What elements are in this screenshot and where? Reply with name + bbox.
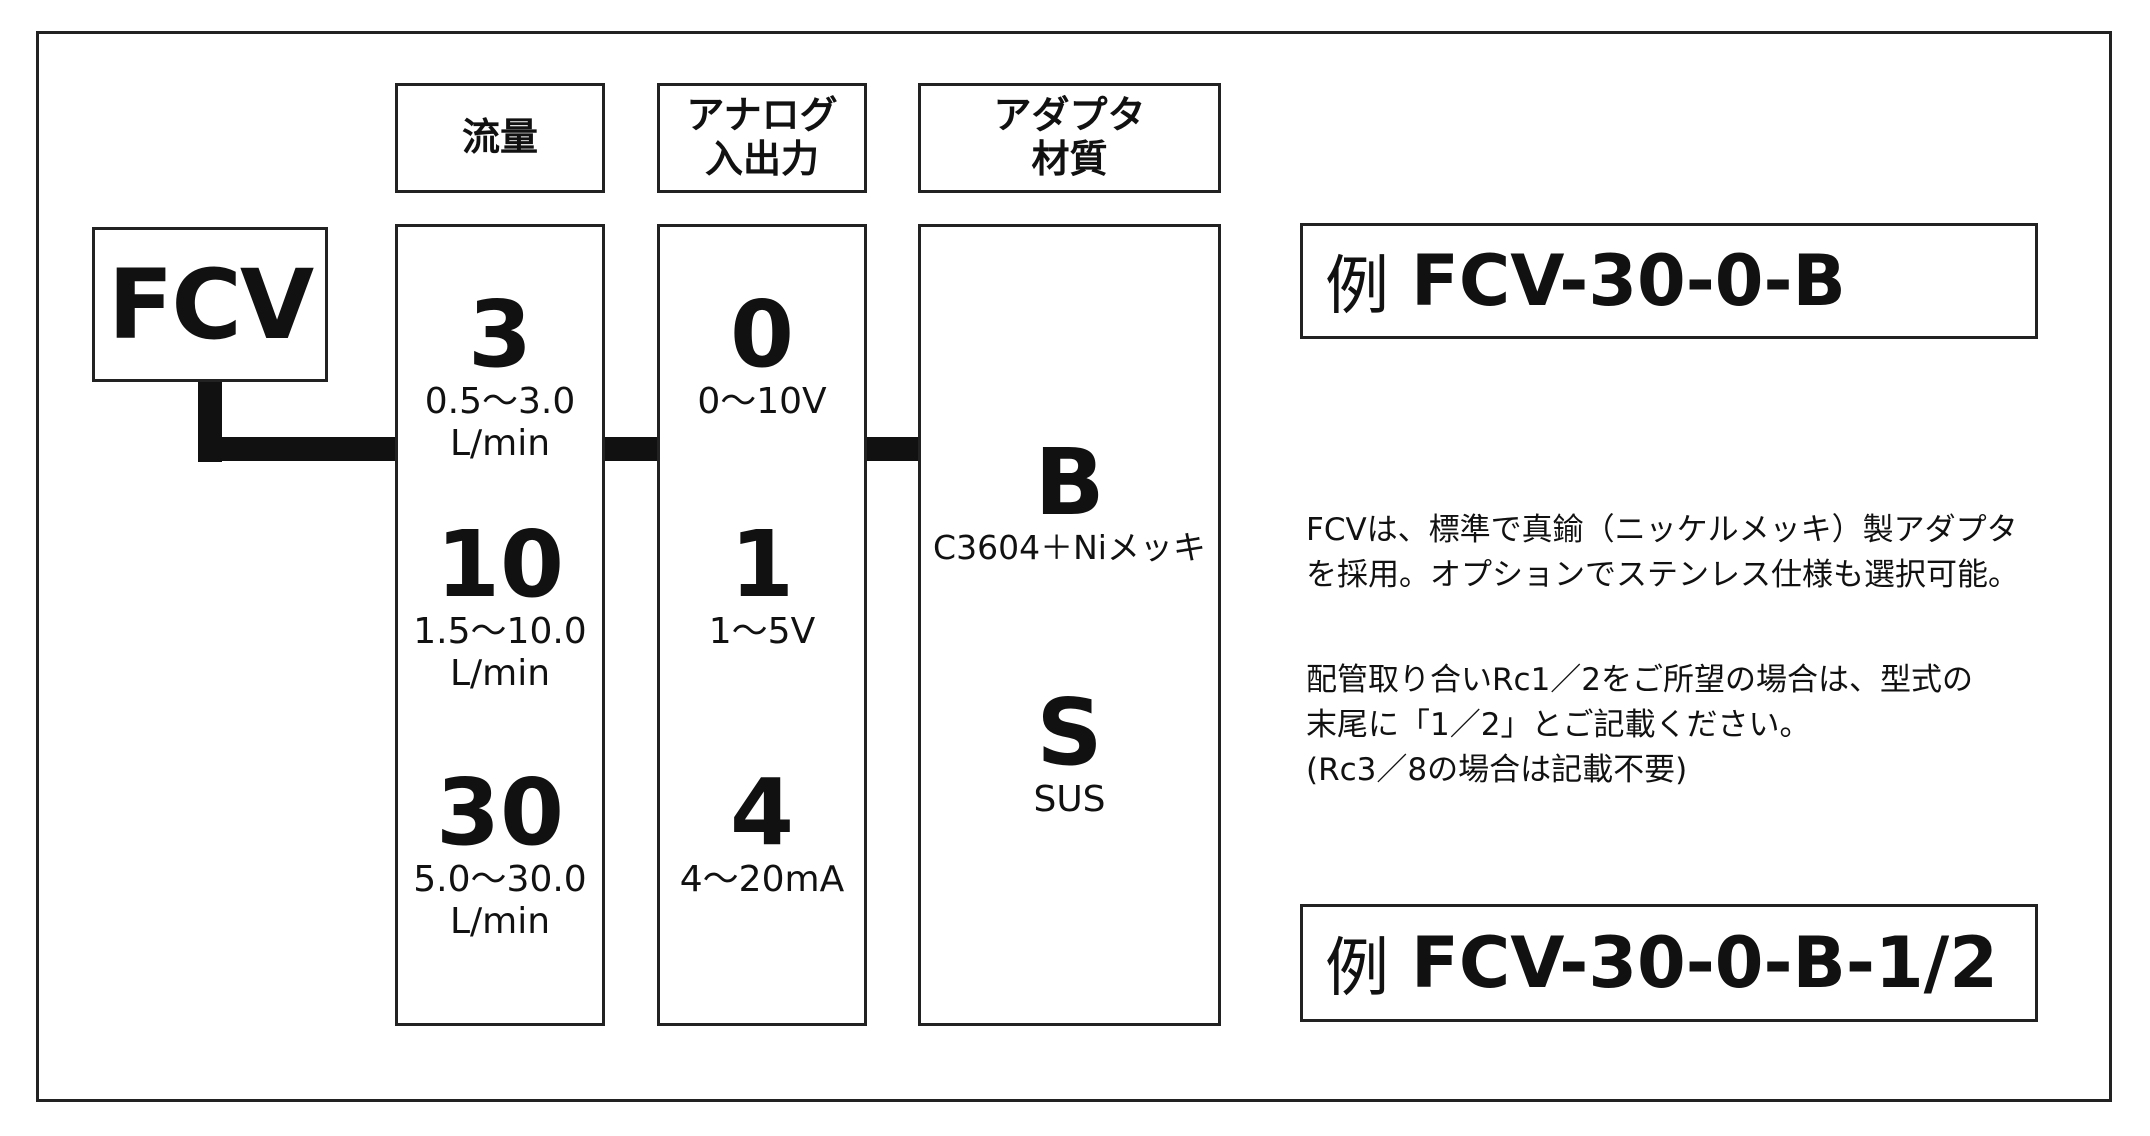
option-code: 30 xyxy=(435,759,565,866)
option-flow-3: 3 0.5〜3.0 L/min xyxy=(398,289,602,466)
option-desc-line-1: 5.0〜30.0 xyxy=(413,859,587,900)
option-analog-1: 1 1〜5V xyxy=(660,519,864,653)
option-desc-line-2: L/min xyxy=(449,901,551,943)
option-code: 0 xyxy=(729,281,794,388)
option-code: 10 xyxy=(435,511,565,618)
option-desc-line-1: 0〜10V xyxy=(697,381,827,422)
header-adapter-material-line-2: 材質 xyxy=(1031,137,1108,181)
header-flow-rate: 流量 xyxy=(395,83,605,193)
option-desc-line-1: C3604＋Niメッキ xyxy=(933,528,1206,567)
option-code: 1 xyxy=(729,511,794,618)
header-analog-io-line-2: 入出力 xyxy=(704,137,819,181)
option-code: 3 xyxy=(467,281,532,388)
note-line: 末尾に「1／2」とご記載ください。 xyxy=(1306,706,1811,743)
column-flow-rate: 3 0.5〜3.0 L/min 10 1.5〜10.0 L/min 30 5.0… xyxy=(395,224,605,1026)
note-adapter-material: FCVは、標準で真鍮（ニッケルメッキ）製アダプタ を採用。オプションでステンレス… xyxy=(1306,508,2019,598)
option-desc-line-2: L/min xyxy=(449,423,551,465)
option-desc-line-1: 1.5〜10.0 xyxy=(413,611,587,652)
option-adapter-b: B C3604＋Niメッキ xyxy=(921,437,1218,568)
option-desc-line-1: 0.5〜3.0 xyxy=(424,381,576,422)
example-box-2: 例 FCV-30-0-B-1/2 xyxy=(1300,904,2038,1022)
example-code: FCV-30-0-B xyxy=(1411,240,1846,322)
note-pipe-connection: 配管取り合いRc1／2をご所望の場合は、型式の 末尾に「1／2」とご記載ください… xyxy=(1306,658,1973,793)
option-desc-line-1: SUS xyxy=(1033,779,1106,820)
option-analog-4: 4 4〜20mA xyxy=(660,767,864,901)
option-desc-line-2: L/min xyxy=(449,653,551,695)
note-line: FCVは、標準で真鍮（ニッケルメッキ）製アダプタ xyxy=(1306,512,2018,548)
connector-prefix-to-flow xyxy=(198,437,398,461)
option-code: B xyxy=(1034,429,1105,536)
option-desc-line-1: 4〜20mA xyxy=(679,859,845,900)
header-analog-io-line-1: アナログ xyxy=(686,93,838,138)
option-analog-0: 0 0〜10V xyxy=(660,289,864,423)
prefix-box: FCV xyxy=(92,227,328,382)
header-adapter-material: アダプタ 材質 xyxy=(918,83,1221,193)
option-adapter-s: S SUS xyxy=(921,687,1218,821)
column-analog-io: 0 0〜10V 1 1〜5V 4 4〜20mA xyxy=(657,224,867,1026)
diagram-frame xyxy=(36,31,2112,1102)
option-flow-10: 10 1.5〜10.0 L/min xyxy=(398,519,602,696)
header-flow-rate-line-1: 流量 xyxy=(461,115,538,160)
option-code: S xyxy=(1036,679,1103,786)
header-analog-io: アナログ 入出力 xyxy=(657,83,867,193)
example-label: 例 xyxy=(1325,250,1389,324)
connector-analog-to-adapter xyxy=(866,437,918,461)
note-line: (Rc3／8の場合は記載不要) xyxy=(1306,751,1688,788)
option-code: 4 xyxy=(729,759,794,866)
option-desc-line-1: 1〜5V xyxy=(708,611,816,652)
option-flow-30: 30 5.0〜30.0 L/min xyxy=(398,767,602,944)
header-adapter-material-line-1: アダプタ xyxy=(993,93,1146,138)
example-box-1: 例 FCV-30-0-B xyxy=(1300,223,2038,339)
connector-flow-to-analog xyxy=(604,437,660,461)
prefix-text: FCV xyxy=(107,248,314,361)
example-label: 例 xyxy=(1325,932,1389,1006)
column-adapter-material: B C3604＋Niメッキ S SUS xyxy=(918,224,1221,1026)
example-code: FCV-30-0-B-1/2 xyxy=(1411,922,1998,1004)
note-line: を採用。オプションでステンレス仕様も選択可能。 xyxy=(1306,556,2019,593)
note-line: 配管取り合いRc1／2をご所望の場合は、型式の xyxy=(1306,662,1974,698)
